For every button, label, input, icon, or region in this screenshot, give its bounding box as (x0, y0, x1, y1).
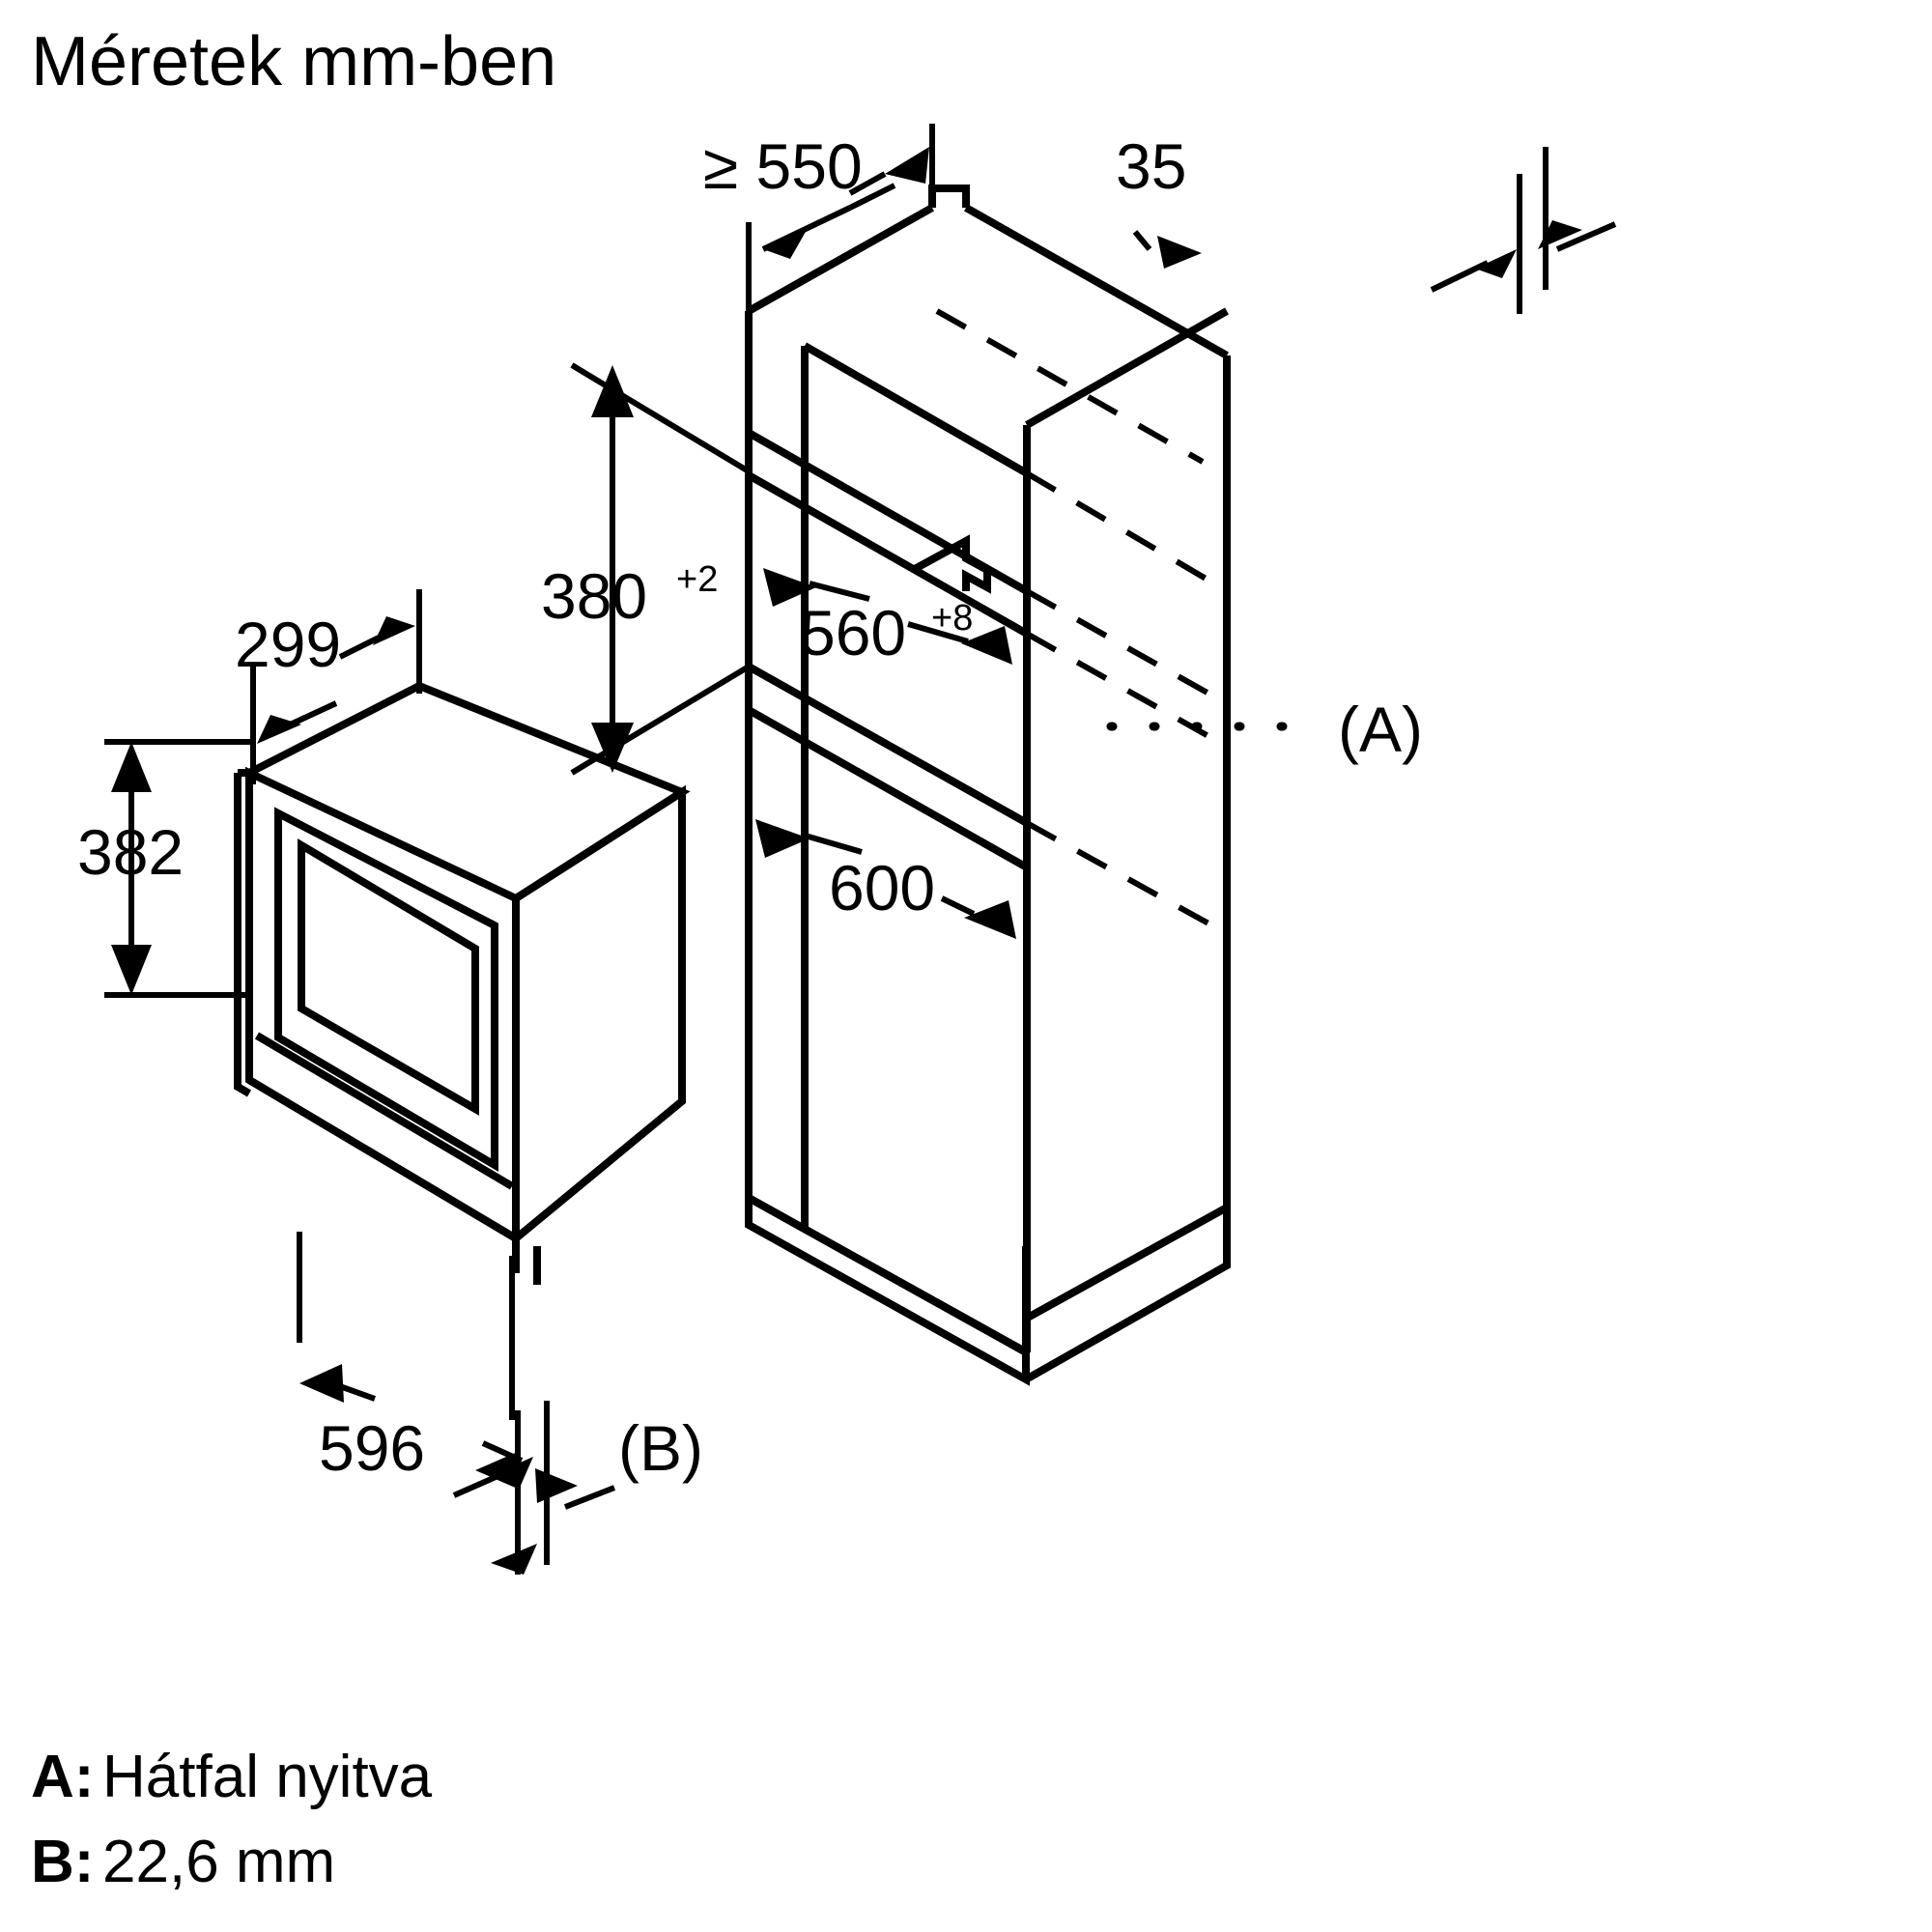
dim-label-top-offset: 35 (1116, 130, 1186, 202)
marker-b-leader-right (563, 1485, 616, 1510)
hidden-upper-back-line (1025, 470, 1209, 582)
dim-leader-560-right (907, 621, 969, 644)
arrowhead-b-bottom (491, 1544, 537, 1575)
middle-shelf-front-edge (747, 663, 1029, 827)
dim-leader-35-left (1430, 260, 1490, 293)
dim-leader-35-right (1555, 221, 1617, 252)
appliance-drawing (234, 681, 691, 1285)
dim-appliance-width: 596 (297, 1232, 524, 1490)
appliance-right-face (513, 784, 686, 1242)
arrowhead-b-left (490, 1457, 533, 1488)
appliance-bezel-bottom (246, 1076, 519, 1242)
middle-shelf-front-edge-lower (747, 706, 1029, 871)
dim-leader-299-left (284, 700, 338, 729)
upper-shelf-front-edge-lower (747, 471, 1029, 638)
dim-leader-299-right (338, 635, 381, 660)
appliance-front-left-thin-edge (234, 773, 252, 1097)
legend-key-b: B: (31, 1829, 94, 1895)
dim-label-niche-width: 560 (800, 597, 906, 668)
niche-top-inner-to-right (1025, 307, 1229, 429)
cabinet-top-notch (928, 185, 970, 208)
arrowhead-35-left (1475, 249, 1517, 278)
appliance-top-face (247, 681, 691, 902)
arrowhead-596-left (299, 1364, 344, 1403)
dim-niche-width: 560 +8 (763, 568, 1012, 668)
dim-appliance-depth: 299 (235, 589, 422, 784)
marker-a-label: (A) (1338, 694, 1423, 765)
dim-niche-height: 380 +2 (541, 362, 751, 776)
dim-leader-600-left (801, 832, 863, 855)
cabinet-top-front-left (747, 204, 934, 315)
legend-text-a: Hátfal nyitva (102, 1744, 433, 1810)
arrowhead-600-right (964, 900, 1016, 939)
legend: A: Hátfal nyitva B: 22,6 mm (31, 1744, 433, 1895)
cabinet-plinth-top-right (1024, 1204, 1229, 1322)
dim-label-appliance-height: 382 (77, 816, 184, 888)
marker-b-group: (B) (452, 1401, 703, 1575)
dim-sup-niche-width: +8 (931, 598, 973, 639)
dim-line-550-left (761, 205, 852, 252)
dim-leader-550-left (848, 183, 896, 211)
arrowhead-550-left (763, 230, 807, 259)
dim-label-appliance-width: 596 (319, 1412, 425, 1484)
cabinet-niche-drawing (745, 185, 1231, 1386)
dim-niche-depth: ≥ 550 (703, 124, 935, 311)
legend-text-b: 22,6 mm (102, 1829, 335, 1895)
dim-leader-596-left (319, 1377, 377, 1402)
niche-step-detail (911, 534, 991, 594)
dim-ext-380-bottom (570, 664, 751, 776)
dim-leader-550-right (848, 171, 887, 196)
dim-leader-35-down (1132, 230, 1152, 251)
hidden-top-back-line (935, 308, 1205, 465)
appliance-bezel-line (254, 1032, 515, 1190)
arrowhead-35-right (1538, 220, 1582, 249)
dim-label-niche-height: 380 (541, 560, 647, 632)
marker-a-group: (A) (1106, 694, 1423, 765)
legend-key-a: A: (31, 1744, 94, 1810)
appliance-door-glass (298, 838, 479, 1116)
cabinet-hidden-lines (935, 308, 1221, 932)
cabinet-top-front-right (964, 204, 1229, 359)
dim-sup-niche-height: +2 (676, 559, 718, 600)
arrowhead-550-right (885, 147, 929, 184)
arrowhead-560-right (961, 626, 1012, 665)
hidden-shelf-back-line (1025, 588, 1214, 698)
hidden-middle-back-line (1025, 820, 1221, 932)
dim-floor-height: 600 (755, 819, 1016, 939)
marker-b-leader-left (452, 1471, 504, 1498)
page-title: Méretek mm-ben (31, 23, 556, 100)
arrowhead-382-up (111, 742, 152, 792)
dim-label-floor-height: 600 (829, 852, 935, 923)
lower-compartment-floor-front (747, 1194, 1029, 1356)
arrowhead-382-down (111, 945, 152, 995)
arrowhead-560-left (763, 568, 816, 607)
dim-ext-380-top (570, 362, 751, 474)
cabinet-plinth-right (1024, 1208, 1231, 1383)
dim-label-niche-depth: ≥ 550 (703, 130, 863, 202)
marker-b-label: (B) (618, 1412, 703, 1484)
arrowhead-299-right (373, 616, 415, 645)
appliance-door-frame (274, 807, 498, 1172)
dim-top-offset: 35 (1116, 130, 1617, 314)
hidden-shelf-back-line-2 (1025, 631, 1217, 743)
niche-top-inner-panel (803, 342, 1031, 480)
dim-label-appliance-depth: 299 (235, 609, 341, 680)
dim-leader-600-right (940, 895, 976, 917)
arrowhead-b-right (535, 1468, 578, 1503)
dim-leader-560-left (809, 581, 870, 602)
arrowhead-600-left (755, 819, 810, 858)
arrowhead-35-to-cabinet (1157, 236, 1202, 269)
dim-appliance-height: 382 (77, 739, 253, 998)
